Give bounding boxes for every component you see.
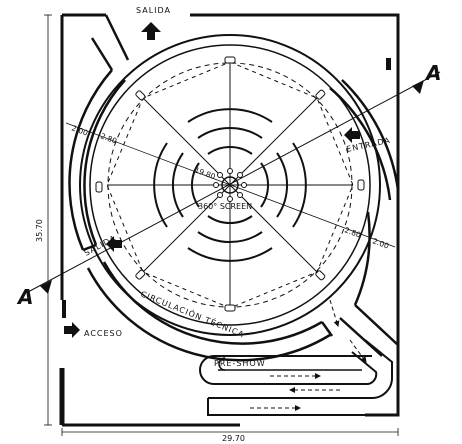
label-salida-top: SALIDA: [136, 6, 171, 15]
center-projectors: [213, 168, 247, 202]
label-screen: 360° SCREEN: [198, 202, 252, 211]
preshow-path: [199, 339, 393, 416]
arrow-left-icon: [344, 127, 360, 143]
label-section-a-bottom: A: [16, 285, 33, 309]
preshow-flow-arrows: [250, 299, 367, 411]
outer-walls: [59, 13, 400, 427]
arrow-right-icon: [64, 322, 80, 338]
dim-width-total: 29.70: [222, 434, 245, 443]
label-preshow: PRE-SHOW: [214, 359, 266, 368]
projector-nodes: [95, 56, 365, 312]
dimension-lines: [44, 14, 399, 436]
dim-right-inner: 2.80: [343, 225, 362, 239]
section-arrow-top-icon: [412, 80, 424, 94]
dim-right-outer: 2.00: [371, 236, 390, 250]
section-arrow-bottom-icon: [40, 280, 52, 294]
section-line: [27, 71, 441, 294]
label-acceso: ACCESO: [84, 329, 123, 338]
dim-left-outer: 2.00: [70, 123, 89, 137]
dim-left-inner: 2.80: [99, 131, 118, 145]
dim-height-total: 35.70: [35, 219, 44, 242]
label-section-a-top: A: [424, 61, 441, 85]
arrow-up-icon: [141, 22, 161, 40]
arrow-left-icon: [106, 236, 122, 252]
